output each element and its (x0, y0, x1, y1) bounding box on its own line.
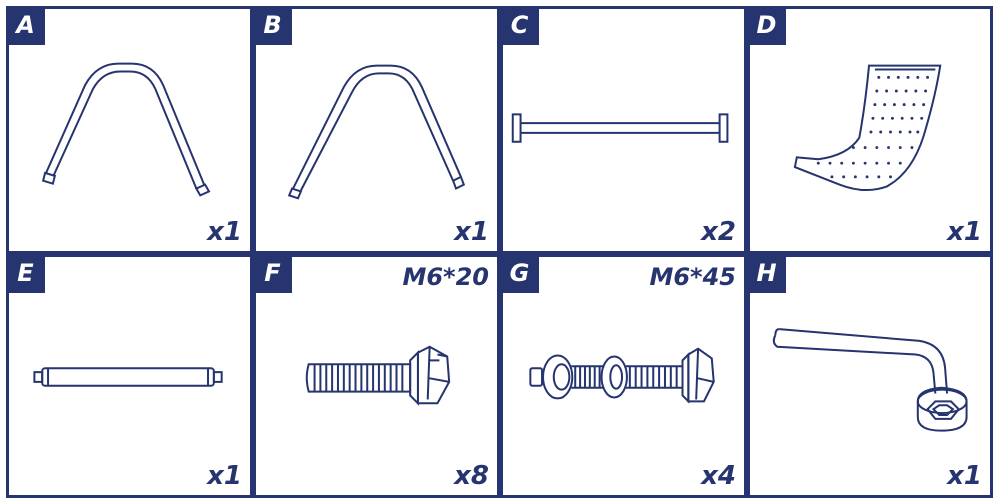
part-g-cell: G M6*45 x4 (500, 254, 747, 498)
mesh-dot-pattern (816, 75, 930, 179)
parts-list: A x1 B x1 C x2 (6, 6, 993, 498)
part-quantity-g: x4 (701, 461, 736, 491)
part-letter-f: F (253, 254, 292, 293)
part-e-cell: E x1 (6, 254, 253, 498)
part-quantity-e: x1 (207, 461, 242, 491)
part-quantity-a: x1 (207, 217, 242, 247)
part-d-cell: D x1 (747, 6, 993, 254)
a-frame-tube-icon (9, 9, 250, 251)
part-letter-g: G (500, 254, 539, 293)
part-b-cell: B x1 (253, 6, 500, 254)
part-spec-g: M6*45 (649, 263, 736, 291)
part-c-cell: C x2 (500, 6, 747, 254)
mesh-seat-icon (750, 9, 990, 251)
bolt-thread-lines (315, 364, 403, 391)
part-quantity-h: x1 (947, 461, 982, 491)
part-quantity-c: x2 (701, 217, 736, 247)
axle-rod-icon (9, 257, 250, 495)
l-wrench-icon (750, 257, 990, 495)
cross-bar-icon (503, 9, 744, 251)
part-quantity-b: x1 (454, 217, 489, 247)
bolt-with-spacers-icon (503, 257, 744, 495)
part-letter-b: B (253, 6, 292, 45)
hex-bolt-icon (256, 257, 497, 495)
part-f-cell: F M6*20 x8 (253, 254, 500, 498)
part-quantity-d: x1 (947, 217, 982, 247)
part-letter-c: C (500, 6, 539, 45)
part-letter-e: E (6, 254, 45, 293)
part-letter-h: H (747, 254, 786, 293)
part-spec-f: M6*20 (402, 263, 489, 291)
part-h-cell: H x1 (747, 254, 993, 498)
part-letter-a: A (6, 6, 45, 45)
a-frame-tube-icon (256, 9, 497, 251)
part-a-cell: A x1 (6, 6, 253, 254)
part-quantity-f: x8 (454, 461, 489, 491)
part-letter-d: D (747, 6, 786, 45)
